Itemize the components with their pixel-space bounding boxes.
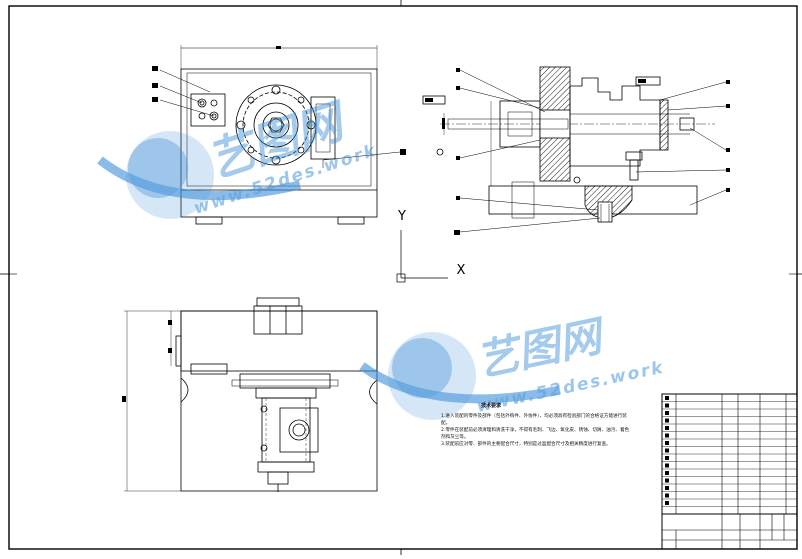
title-block-row-marker: [665, 478, 669, 483]
title-block-row-marker: [665, 486, 669, 490]
top-view: [122, 297, 378, 492]
title-block-row-marker: [665, 426, 669, 430]
ucs-x-label: X: [457, 263, 466, 278]
technical-requirements-title: 技术要求: [481, 403, 502, 409]
title-block-row-marker: [665, 396, 669, 400]
title-block-row-marker: [665, 418, 669, 423]
title-block: [661, 393, 798, 550]
technical-requirement-item: 3.装配前应对零、部件的主要配合尺寸，特别是过盈配合尺寸及相关精度进行复查。: [441, 442, 611, 447]
title-block-rows: [662, 396, 797, 507]
ucs-y-label: Y: [397, 209, 406, 224]
title-block-row-marker: [665, 403, 669, 408]
ucs-icon: [396, 230, 448, 283]
title-block-row-marker: [665, 448, 669, 453]
side-section-view: [422, 66, 730, 235]
title-block-row-marker: [665, 441, 669, 445]
title-block-row-marker: [665, 433, 669, 438]
title-block-row-marker: [665, 456, 669, 460]
watermark-globe-icon: [359, 332, 561, 420]
title-block-row-marker: [665, 501, 669, 505]
title-block-row-marker: [665, 493, 669, 498]
technical-requirement-item: 1.进入装配的零件及部件（包括外购件、外协件），均必须具有检验部门的合格证方能进…: [441, 414, 627, 426]
title-block-row-marker: [665, 463, 669, 468]
watermark-globe-icon: [97, 131, 302, 219]
technical-requirements: 技术要求 1.进入装配的零件及部件（包括外购件、外协件），均必须具有检验部门的合…: [441, 403, 631, 448]
watermark-top: 艺图网 www.52des.work: [97, 93, 380, 219]
title-block-row-marker: [665, 471, 669, 475]
title-block-row-marker: [665, 411, 669, 415]
technical-requirement-item: 2.零件在装配前必须清理和清洗干净，不得有毛刺、飞边、氧化皮、锈蚀、切屑、油污、…: [441, 428, 630, 440]
